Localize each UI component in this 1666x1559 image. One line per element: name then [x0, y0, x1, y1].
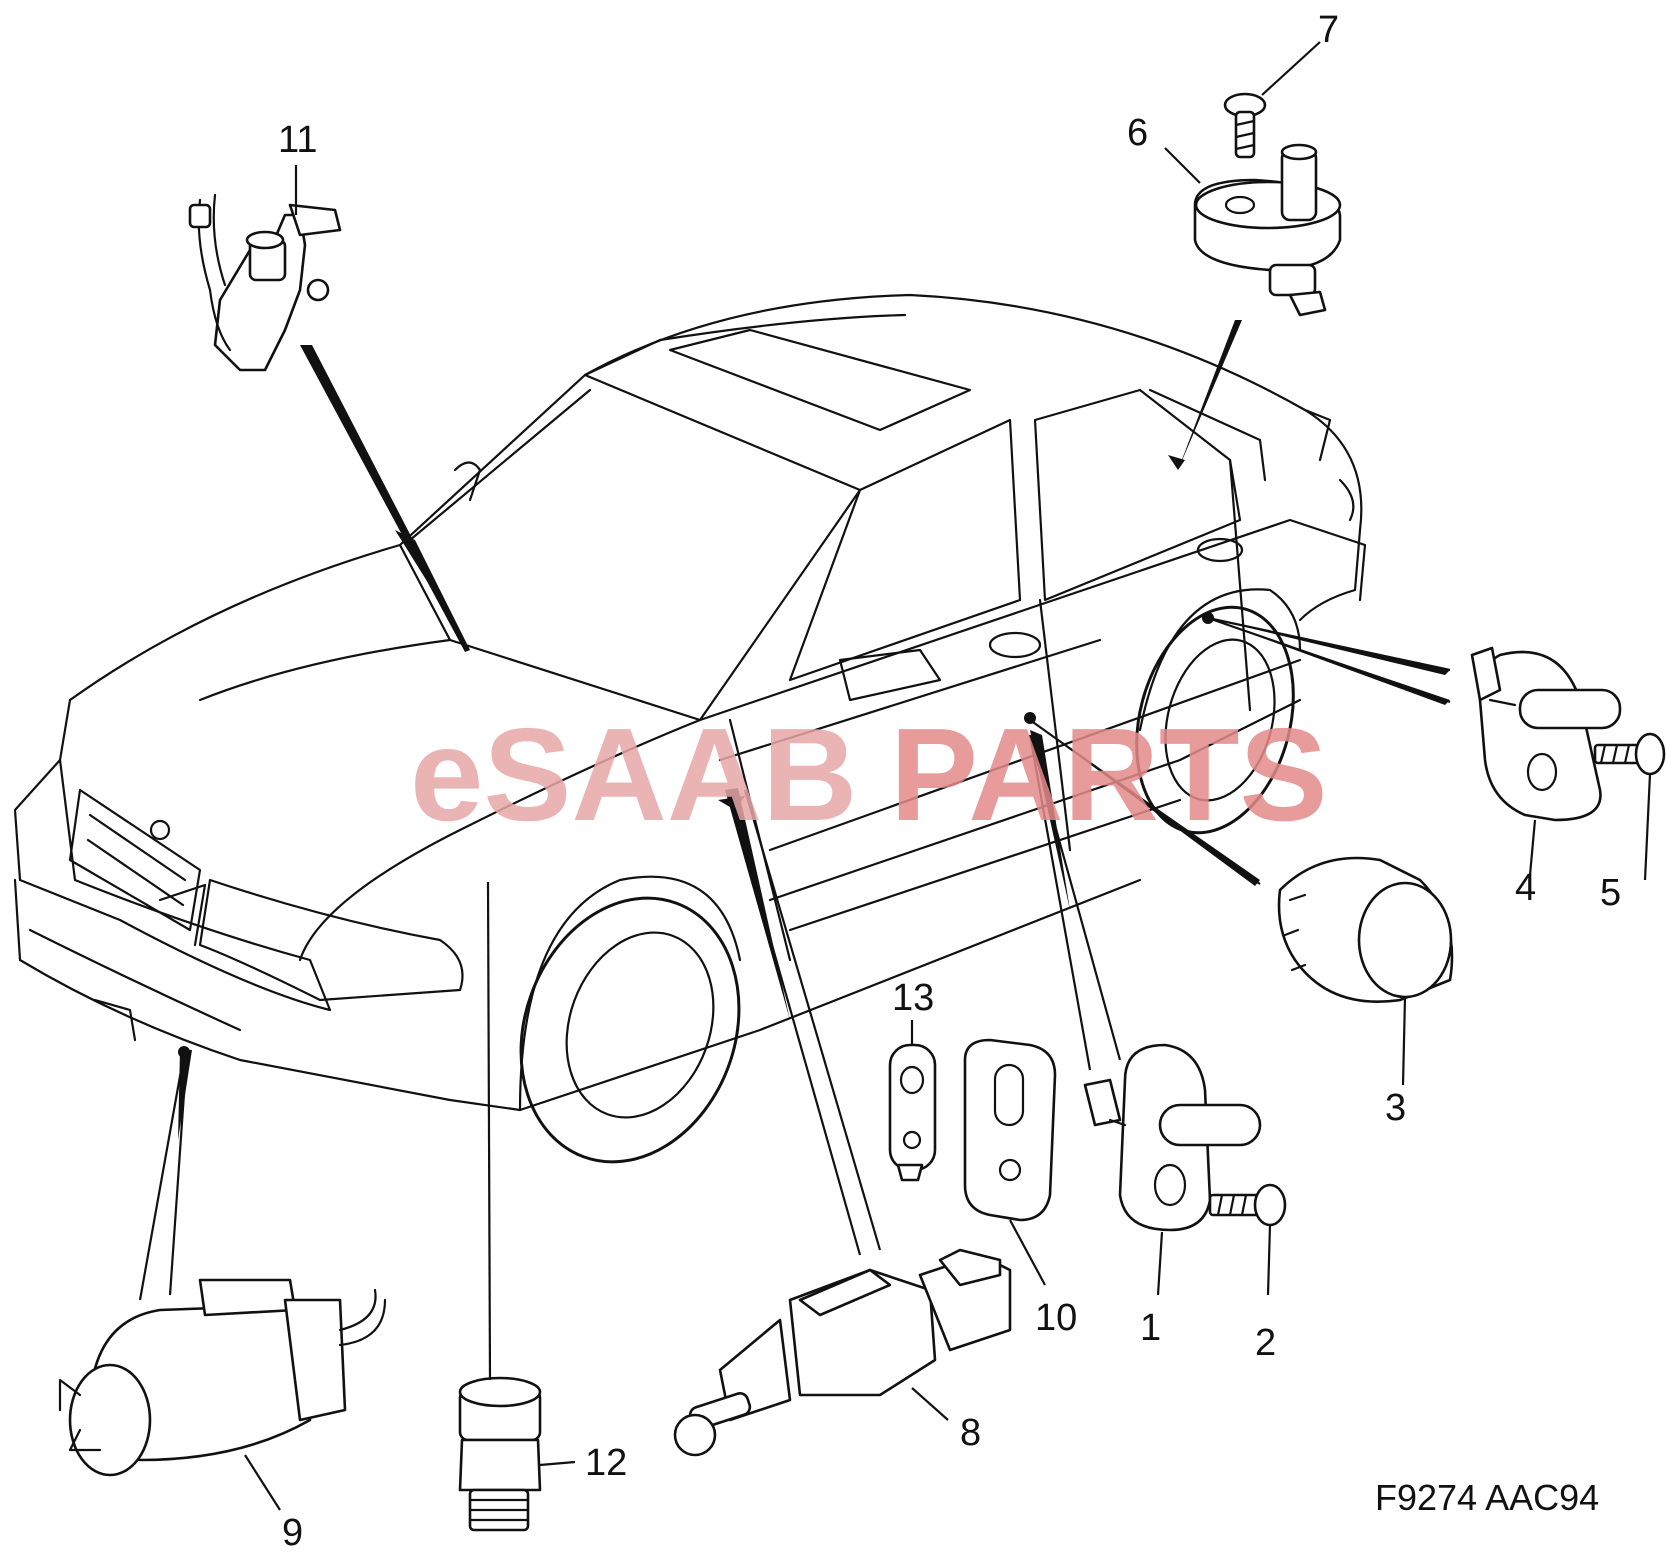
callout-10: 10 [1035, 1297, 1077, 1339]
callout-4: 4 [1515, 867, 1536, 909]
callout-1: 1 [1140, 1307, 1161, 1349]
part-9-switch [58, 1278, 387, 1477]
part-7-screw [1223, 92, 1267, 159]
part-4-switch [1470, 646, 1622, 822]
callout-2: 2 [1255, 1322, 1276, 1364]
part-12-sensor [458, 1376, 542, 1532]
part-10-gasket [963, 1038, 1057, 1222]
callout-labels: 1 2 3 4 5 6 7 8 9 10 11 12 13 [278, 9, 1621, 1554]
callout-7: 7 [1318, 9, 1339, 51]
callout-9: 9 [282, 1512, 303, 1554]
callout-11: 11 [278, 119, 317, 161]
part-8-switch [673, 1248, 1012, 1457]
watermark: eSAAB PARTS [410, 701, 1328, 848]
part-13-plate [888, 1043, 937, 1182]
callout-5: 5 [1600, 872, 1621, 914]
watermark-left: eSAAB [410, 701, 857, 848]
part-6-switch [1193, 143, 1342, 317]
watermark-right: PARTS [890, 701, 1328, 848]
callout-12: 12 [585, 1442, 627, 1484]
callout-8: 8 [960, 1412, 981, 1454]
car-outline [13, 293, 1367, 1164]
part-5-screw [1593, 732, 1666, 776]
callout-6: 6 [1127, 112, 1148, 154]
leader-lines [138, 41, 1652, 1511]
drawing-code: F9274 AAC94 [1375, 1477, 1599, 1518]
part-3-cap [1277, 856, 1454, 1003]
part-2-screw [1208, 1183, 1287, 1227]
part-11-switch [188, 193, 342, 372]
part-1-switch [1083, 1043, 1262, 1232]
callout-3: 3 [1385, 1087, 1406, 1129]
callout-13: 13 [892, 977, 934, 1019]
